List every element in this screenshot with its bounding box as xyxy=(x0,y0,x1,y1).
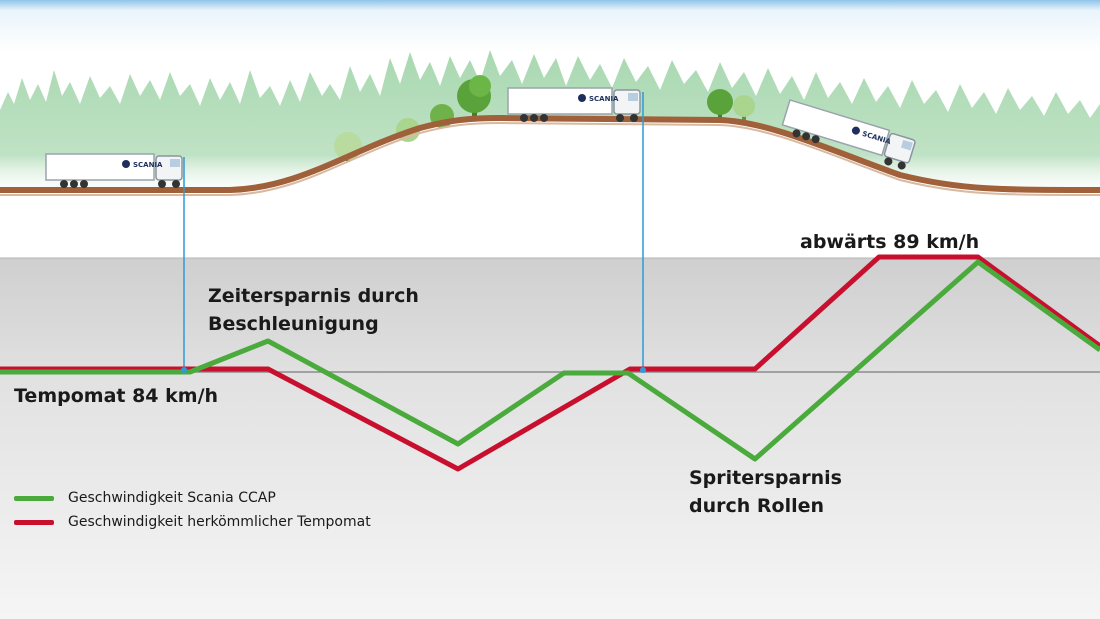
legend-label-conventional: Geschwindigkeit herkömmlicher Tempomat xyxy=(68,514,371,530)
legend-swatch-red xyxy=(14,519,54,525)
legend-label-scania: Geschwindigkeit Scania CCAP xyxy=(68,490,276,506)
tree-icon xyxy=(457,75,491,118)
annotation-cruise: Tempomat 84 km/h xyxy=(14,385,219,407)
annotation-rolling: Spritersparnis durch Rollen xyxy=(689,464,842,520)
legend-item-scania: Geschwindigkeit Scania CCAP xyxy=(14,490,276,506)
marker-dot xyxy=(640,367,646,373)
road xyxy=(0,114,1100,193)
marker-dot xyxy=(181,367,187,373)
scania-speed-line xyxy=(0,259,1100,462)
legend-item-conventional: Geschwindigkeit herkömmlicher Tempomat xyxy=(14,514,371,530)
truck-icon xyxy=(578,94,586,102)
annotation-acceleration-line1: Zeitersparnis durch xyxy=(208,285,419,307)
annotation-downhill: abwärts 89 km/h xyxy=(800,231,980,253)
tree-icon xyxy=(733,95,755,120)
annotation-rolling-line2: durch Rollen xyxy=(689,495,825,517)
hill-fill xyxy=(0,118,1100,260)
truck-downhill: SCANIA xyxy=(781,99,916,170)
annotation-acceleration-line2: Beschleunigung xyxy=(208,313,379,335)
svg-text:SCANIA: SCANIA xyxy=(133,161,163,169)
conventional-speed-line xyxy=(0,254,1100,472)
annotation-rolling-line1: Spritersparnis xyxy=(689,467,842,489)
truck-flat: SCANIA xyxy=(45,153,183,188)
annotation-acceleration: Zeitersparnis durch Beschleunigung xyxy=(208,282,419,338)
tree-icon xyxy=(707,89,733,118)
road-shoulder xyxy=(0,121,1100,196)
truck-icon xyxy=(122,160,130,168)
legend-swatch-green xyxy=(14,495,54,501)
truck-icon xyxy=(851,126,860,135)
svg-text:SCANIA: SCANIA xyxy=(589,95,619,103)
truck-hilltop: SCANIA xyxy=(507,87,641,122)
speed-panel xyxy=(0,258,1100,619)
